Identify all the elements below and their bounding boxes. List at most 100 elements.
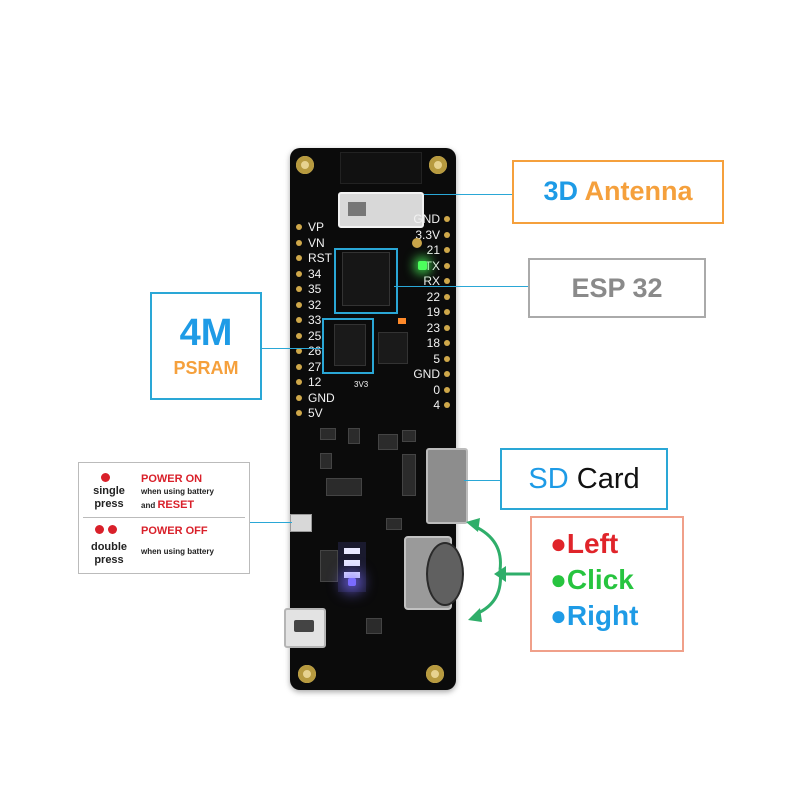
psram-name: PSRAM bbox=[173, 358, 239, 378]
pin-label-left: VN bbox=[308, 235, 325, 250]
sdcard-leader-line bbox=[464, 480, 502, 481]
double-press-label: double press bbox=[87, 541, 131, 567]
antenna-callout: 3D Antenna bbox=[512, 160, 724, 224]
power-on-text: POWER ON bbox=[141, 473, 203, 485]
pin-label-right: 5 bbox=[433, 351, 440, 366]
smd-component bbox=[320, 550, 338, 582]
reset-line: and RESET bbox=[141, 499, 194, 511]
esp32-chip bbox=[342, 252, 390, 306]
smd-component bbox=[348, 428, 360, 444]
pin-label-right: RX bbox=[423, 274, 440, 288]
antenna-module bbox=[338, 192, 424, 228]
smd-component bbox=[320, 453, 332, 469]
sdcard-sd-text: SD bbox=[528, 463, 569, 495]
mounting-hole-bottom-right bbox=[426, 665, 444, 683]
sd-card-slot bbox=[426, 448, 468, 524]
double-press-dot-icon bbox=[108, 525, 117, 534]
single-press-line1: single bbox=[93, 485, 125, 497]
sdcard-card-text: Card bbox=[576, 463, 640, 495]
mounting-hole-bottom-left bbox=[298, 665, 316, 683]
pin-label-right: 0 bbox=[433, 382, 440, 397]
psram-size: 4M bbox=[179, 312, 233, 354]
esp32-leader-line bbox=[394, 286, 530, 287]
status-led bbox=[418, 261, 427, 270]
pin-label-right: 21 bbox=[426, 243, 440, 257]
header-pin-pad bbox=[444, 386, 450, 393]
single-press-line2: press bbox=[94, 498, 124, 510]
wheel-left-item: ●Left bbox=[550, 528, 618, 560]
regulator-chip bbox=[378, 332, 408, 364]
psram-highlight-box bbox=[322, 318, 374, 374]
smd-component bbox=[378, 434, 398, 450]
pin-label-left: 25 bbox=[308, 328, 322, 343]
pin-label-right: 22 bbox=[426, 289, 440, 304]
pin-label-left: 32 bbox=[308, 297, 322, 312]
blue-led bbox=[348, 578, 356, 586]
sdcard-callout: SD Card bbox=[500, 448, 668, 510]
smd-component bbox=[402, 454, 416, 496]
header-pin-pad bbox=[296, 239, 302, 246]
header-pin-pad bbox=[296, 348, 302, 354]
bullet-icon: ● bbox=[550, 600, 567, 631]
bullet-icon: ● bbox=[550, 564, 567, 595]
pin-label-left: 5V bbox=[308, 406, 323, 420]
orange-led bbox=[398, 318, 406, 324]
smd-component bbox=[402, 430, 416, 442]
pin-label-left: RST bbox=[308, 251, 332, 265]
header-pin-pad bbox=[296, 394, 302, 401]
header-pin-pad bbox=[444, 340, 450, 346]
pin-label-left: 35 bbox=[308, 282, 322, 296]
header-pin-pad bbox=[296, 270, 302, 277]
psram-callout: 4M PSRAM bbox=[150, 292, 262, 400]
wheel-callout: ●Left ●Click ●Right bbox=[530, 516, 684, 652]
pin-label-right: GND bbox=[413, 367, 440, 381]
bullet-icon: ● bbox=[550, 528, 567, 559]
header-pin-pad bbox=[444, 309, 450, 315]
reset-prefix: and bbox=[141, 501, 156, 510]
pin-label-left: 12 bbox=[308, 375, 322, 389]
header-pin-pad bbox=[444, 293, 450, 300]
header-pin-pad bbox=[444, 355, 450, 362]
pin-label-left: 27 bbox=[308, 359, 322, 374]
silkscreen-3v3: 3V3 bbox=[354, 380, 369, 389]
thumbwheel[interactable] bbox=[404, 536, 464, 610]
antenna-leader-line bbox=[424, 194, 514, 195]
micro-usb-port[interactable] bbox=[284, 608, 326, 648]
wheel-click-item: ●Click bbox=[550, 564, 634, 596]
smd-component bbox=[366, 618, 382, 634]
antenna-housing bbox=[340, 152, 422, 184]
header-pin-pad bbox=[296, 255, 302, 261]
header-pin-pad bbox=[444, 371, 450, 377]
header-pin-pad bbox=[296, 317, 302, 323]
pin-label-left: 33 bbox=[308, 313, 322, 327]
esp32-callout: ESP 32 bbox=[528, 258, 706, 318]
double-press-line1: double bbox=[90, 541, 128, 553]
reset-text: RESET bbox=[157, 499, 195, 511]
pin-label-right: TX bbox=[424, 258, 440, 273]
esp32-label: ESP 32 bbox=[571, 273, 663, 303]
header-pin-pad bbox=[296, 363, 302, 370]
header-pin-pad bbox=[296, 379, 302, 385]
mounting-hole-top-left bbox=[296, 156, 314, 174]
esp32-highlight-box bbox=[334, 248, 398, 314]
power-off-note: when using battery bbox=[141, 547, 214, 556]
smd-component bbox=[386, 518, 402, 530]
side-button[interactable] bbox=[290, 514, 312, 532]
antenna-3d-text: 3D bbox=[543, 176, 578, 206]
header-pin-pad bbox=[296, 332, 302, 339]
wheel-direction-arrows bbox=[466, 518, 536, 622]
header-pin-pad bbox=[444, 402, 450, 408]
header-pin-pad bbox=[444, 247, 450, 253]
double-press-line2: press bbox=[94, 554, 124, 566]
wheel-right-item: ●Right bbox=[550, 600, 638, 632]
pin-label-right: 19 bbox=[426, 305, 440, 319]
pin-label-right: 4 bbox=[433, 398, 440, 412]
single-press-label: single press bbox=[87, 485, 131, 511]
header-pin-pad bbox=[296, 224, 302, 230]
mounting-hole-top-right bbox=[429, 156, 447, 174]
pin-label-left: VP bbox=[308, 220, 325, 234]
power-on-note: when using battery bbox=[141, 487, 214, 496]
single-press-dot-icon bbox=[101, 473, 110, 482]
header-pin-pad bbox=[296, 301, 302, 308]
